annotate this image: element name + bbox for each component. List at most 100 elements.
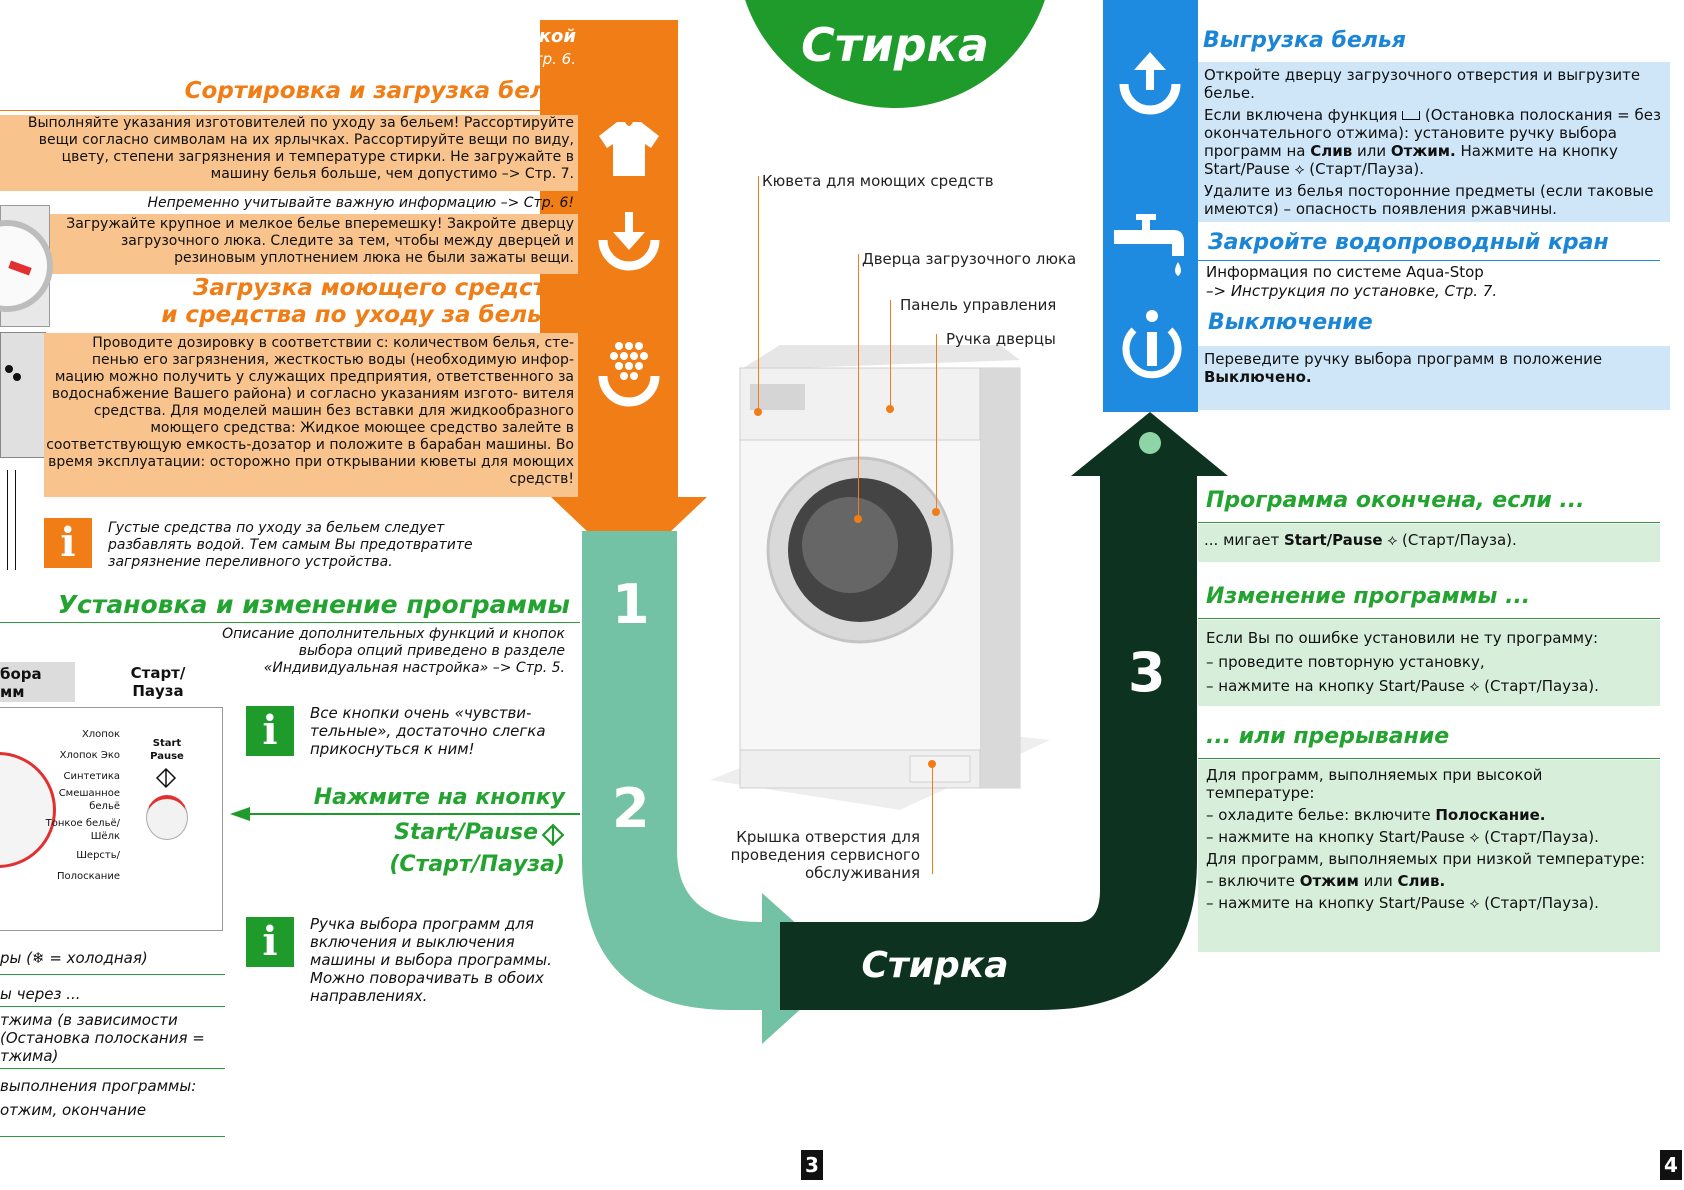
tshirt-icon bbox=[599, 122, 659, 176]
callout-service-1: Крышка отверстия для bbox=[736, 828, 920, 846]
program-item[interactable]: Синтетика bbox=[63, 771, 121, 782]
cut-line: отжим, окончание bbox=[0, 1101, 147, 1119]
page-number-left: 3 bbox=[801, 1150, 823, 1180]
start-pause-button[interactable] bbox=[146, 795, 188, 840]
drum-illustration bbox=[0, 205, 53, 327]
detergent-icon bbox=[598, 342, 660, 407]
page-number-right: 4 bbox=[1660, 1150, 1682, 1180]
start-label-2: Pause bbox=[150, 751, 184, 762]
callout-dot bbox=[754, 408, 762, 416]
info-icon: i bbox=[246, 917, 294, 967]
press-title: Нажмите на кнопку bbox=[313, 785, 565, 810]
tap-line-2: –> Инструкция по установке, Стр. 7. bbox=[1206, 282, 1498, 300]
sorting-rule bbox=[0, 110, 580, 111]
tap-title: Закройте водопроводный кран bbox=[1208, 230, 1609, 255]
rinse-hold-icon bbox=[1402, 111, 1421, 120]
program-desc: Описание дополнительных функций и кнопок… bbox=[222, 626, 565, 676]
tap-line-1: Информация по системе Aqua-Stop bbox=[1206, 263, 1484, 281]
start-label-1: Start bbox=[152, 738, 182, 749]
press-arrow bbox=[230, 807, 580, 821]
program-rule bbox=[0, 622, 580, 623]
panel-label-1b: мм bbox=[0, 683, 25, 701]
program-list: Хлопок Хлопок Эко Синтетика Смешанное бе… bbox=[30, 728, 120, 883]
callout-dot bbox=[928, 760, 936, 768]
info-off-icon bbox=[1122, 310, 1182, 379]
callout-cuvette: Кювета для моющих средств bbox=[762, 172, 994, 190]
callout-dot bbox=[932, 508, 940, 516]
program-info-2: Ручка выбора программ для включения и вы… bbox=[310, 915, 552, 1005]
program-item[interactable]: Шёлк bbox=[90, 831, 120, 842]
panel-label-1: бора bbox=[0, 665, 42, 683]
program-info-1: Все кнопки очень «чувстви- тельные», дос… bbox=[310, 704, 546, 758]
green-title-circle bbox=[745, 0, 1045, 108]
program-item[interactable]: Шерсть/ bbox=[76, 850, 120, 861]
loading-text: Загружайте крупное и мелкое белье вперем… bbox=[40, 214, 578, 274]
program-title: Установка и изменение программы bbox=[57, 590, 570, 619]
callout-dot bbox=[886, 405, 894, 413]
title-bottom: Стирка bbox=[861, 945, 1009, 986]
finished-text: ... мигает Start/Pause ⟡ (Старт/Пауза). bbox=[1198, 524, 1660, 562]
cut-line: тжима (в зависимости bbox=[0, 1011, 178, 1029]
before-wash-title: Перед первой стиркой bbox=[338, 26, 576, 47]
step-number-2: 2 bbox=[612, 777, 650, 840]
step-number-3: 3 bbox=[1128, 641, 1166, 704]
off-text: Переведите ручку выбора программ в полож… bbox=[1198, 346, 1670, 410]
panel-label-box bbox=[0, 662, 75, 702]
detergent-text: Проводите дозировку в соответствии с: ко… bbox=[44, 333, 578, 497]
change-box: Если Вы по ошибке установили не ту прогр… bbox=[1198, 620, 1660, 706]
press-btn-2: (Старт/Пауза) bbox=[389, 852, 565, 877]
callout-dot bbox=[854, 515, 862, 523]
panel-label-start-1: Старт/ bbox=[130, 664, 186, 682]
green-dot bbox=[1139, 432, 1161, 454]
sorting-text: Выполняйте указания изготовителей по ухо… bbox=[0, 115, 578, 191]
sorting-title: Сортировка и загрузка белья bbox=[184, 78, 576, 104]
washing-machine-illustration bbox=[710, 345, 1050, 810]
program-item[interactable]: Смешанное bbox=[58, 788, 120, 799]
title-top: Стирка bbox=[801, 18, 989, 72]
darkgreen-flow-band bbox=[780, 412, 1228, 1010]
unload-up-icon bbox=[1119, 52, 1181, 115]
detergent-title-2: и средства по уходу за бельем bbox=[161, 302, 576, 328]
off-title: Выключение bbox=[1208, 310, 1373, 335]
cut-line: ы через ... bbox=[0, 985, 81, 1003]
callout-service-2: проведения сервисного bbox=[730, 846, 920, 864]
program-item[interactable]: Хлопок bbox=[81, 729, 120, 740]
program-item[interactable]: Полоскание bbox=[56, 871, 120, 882]
cut-line: ры (❄ = холодная) bbox=[0, 949, 148, 967]
load-down-icon bbox=[598, 212, 660, 271]
program-item[interactable]: бельё bbox=[89, 801, 120, 812]
program-item[interactable]: Тонкое бельё/ bbox=[45, 818, 120, 829]
before-wash-note: проведите стирку без белья –> Стр. 6. bbox=[268, 50, 576, 68]
start-pause-icon bbox=[155, 767, 177, 789]
unload-box: Откройте дверцу загрузочного отверстия и… bbox=[1198, 62, 1670, 222]
panel-label-start-2: Пауза bbox=[132, 682, 184, 700]
change-title: Изменение программы ... bbox=[1206, 584, 1531, 609]
water-tap-icon bbox=[1114, 214, 1184, 276]
callout-panel: Панель управления bbox=[900, 296, 1057, 314]
press-btn-1: Start/Pause bbox=[394, 820, 538, 845]
detergent-info: Густые средства по уходу за бельем следу… bbox=[108, 520, 473, 570]
unload-p1: Откройте дверцу загрузочного отверстия и… bbox=[1204, 66, 1641, 102]
program-item[interactable]: Хлопок Эко bbox=[59, 750, 120, 761]
cut-line: (Остановка полоскания = bbox=[0, 1029, 205, 1047]
cut-line: тжима) bbox=[0, 1047, 59, 1065]
unload-p3: Удалите из белья посторонние предметы (е… bbox=[1204, 182, 1654, 218]
callout-service-3: обслуживания bbox=[804, 864, 920, 882]
sorting-note: Непременно учитывайте важную информацию … bbox=[147, 195, 574, 211]
callout-handle: Ручка дверцы bbox=[946, 330, 1056, 348]
cut-line: выполнения программы: bbox=[0, 1077, 197, 1095]
interrupt-title: ... или прерывание bbox=[1206, 724, 1450, 749]
orange-flow-arrow bbox=[540, 20, 707, 571]
finished-title: Программа окончена, если ... bbox=[1206, 488, 1585, 513]
unload-title: Выгрузка белья bbox=[1203, 28, 1406, 53]
dispenser-illustration bbox=[0, 332, 46, 458]
unload-p2: Если включена функция (Остановка полоска… bbox=[1204, 106, 1661, 178]
callout-door: Дверца загрузочного люка bbox=[862, 250, 1077, 268]
teal-flow-band bbox=[582, 531, 846, 1044]
detergent-title-1: Загрузка моющего средства bbox=[193, 275, 576, 301]
start-pause-icon bbox=[541, 823, 565, 847]
interrupt-box: Для программ, выполняемых при высокой те… bbox=[1198, 760, 1660, 952]
step-number-1: 1 bbox=[612, 573, 650, 636]
info-icon: i bbox=[44, 518, 92, 568]
info-icon: i bbox=[246, 706, 294, 756]
